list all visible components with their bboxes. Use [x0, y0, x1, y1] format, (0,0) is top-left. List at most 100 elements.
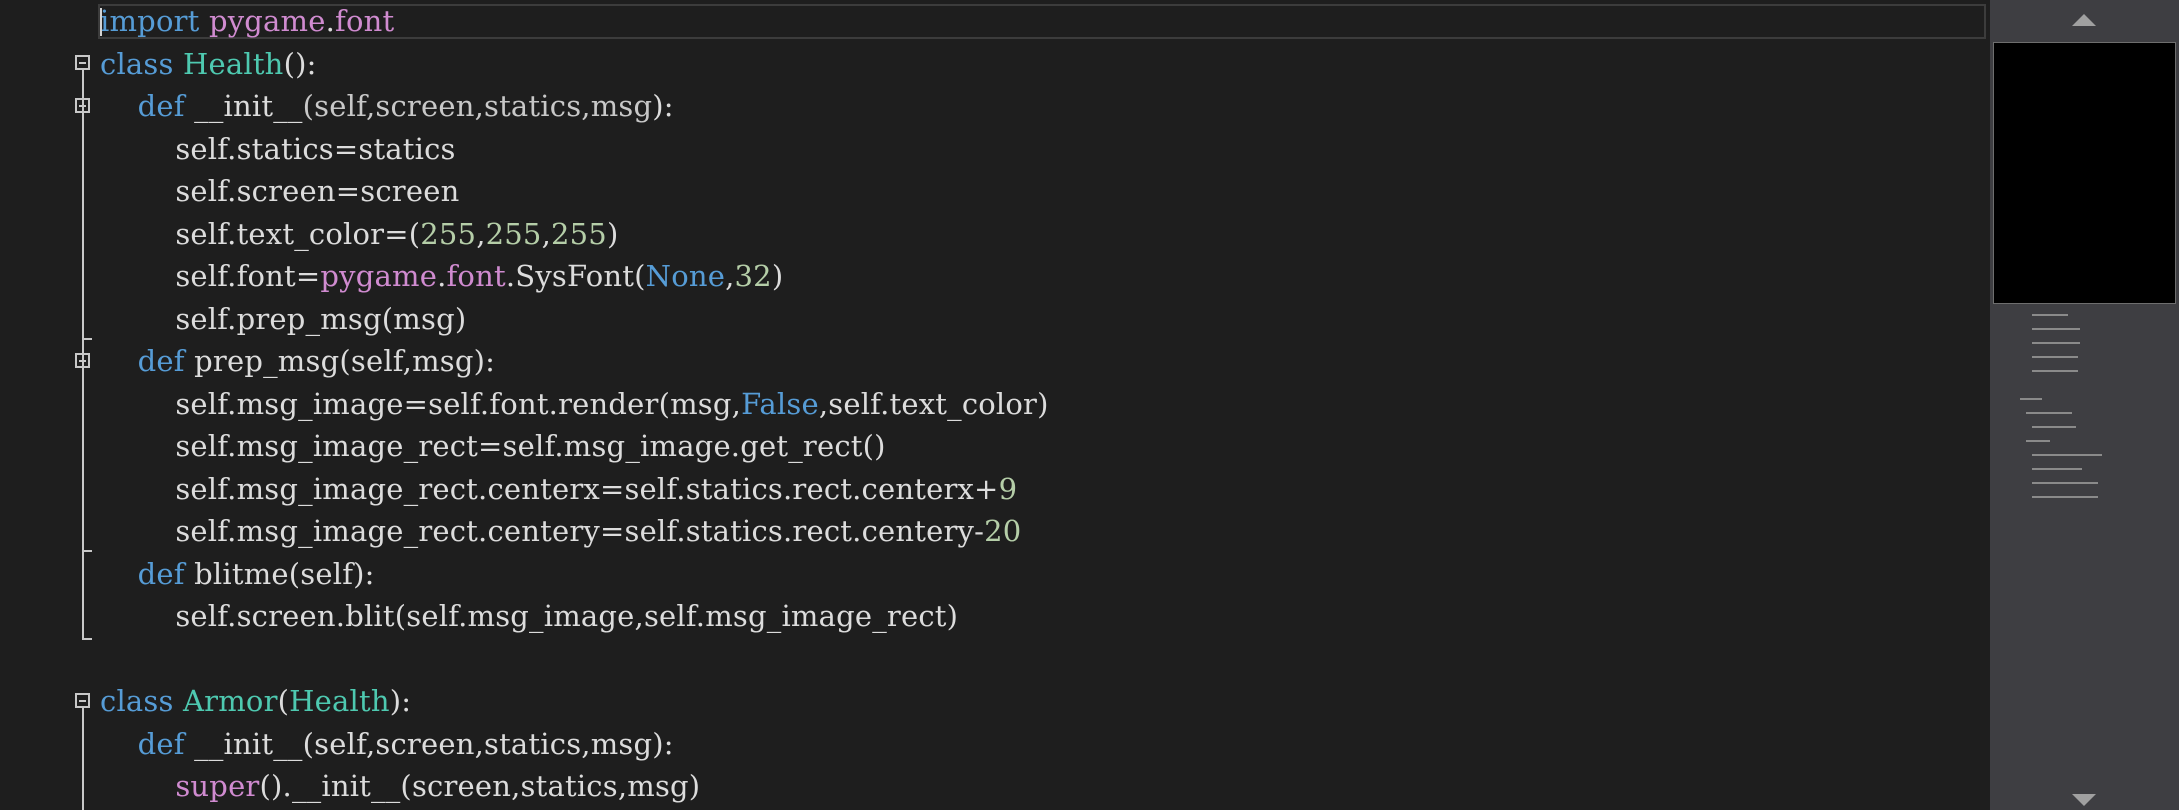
code-token: .SysFont(	[505, 259, 646, 293]
code-line[interactable]: self.msg_image_rect.centery=self.statics…	[100, 510, 1990, 553]
code-token: self.screen.blit(self.msg_image,self.msg…	[100, 599, 959, 633]
code-line[interactable]: self.msg_image_rect=self.msg_image.get_r…	[100, 425, 1990, 468]
code-line[interactable]: class Armor(Health):	[100, 680, 1990, 723]
code-token: self.msg_image=self.font.render(msg,	[100, 386, 742, 421]
code-token: self.screen=screen	[100, 174, 460, 208]
text-caret	[100, 8, 102, 36]
code-line[interactable]: def __init__(self,screen,statics,msg):	[100, 85, 1990, 128]
code-line[interactable]	[100, 638, 1990, 681]
minimap-line	[2032, 482, 2098, 484]
code-token: ,	[476, 216, 486, 251]
code-token: ,	[541, 216, 551, 251]
code-token: )	[606, 216, 619, 251]
code-token: self.text_color=(	[100, 216, 421, 251]
minimap-line	[2032, 454, 2102, 456]
fold-guide	[82, 708, 84, 810]
code-line[interactable]: self.screen=screen	[100, 170, 1990, 213]
minimap-line	[2026, 412, 2072, 414]
minimap-line	[2020, 398, 2042, 400]
code-line[interactable]: self.font=pygame.font.SysFont(None,32)	[100, 255, 1990, 298]
code-token: 32	[734, 259, 772, 293]
code-token: 255	[550, 216, 607, 251]
code-token: def	[100, 726, 195, 761]
minimap-viewport[interactable]	[1993, 42, 2176, 304]
code-token: 20	[984, 514, 1022, 548]
fold-collapse-icon[interactable]	[75, 55, 90, 70]
scroll-down-icon[interactable]	[2072, 794, 2096, 806]
code-token: Health	[289, 684, 390, 718]
code-token: ):	[652, 89, 674, 123]
code-token: .	[437, 259, 447, 293]
fold-guide-end	[82, 550, 92, 552]
code-line[interactable]: import pygame.font	[100, 0, 1990, 43]
code-token: self.msg_image_rect.centery=self.statics…	[100, 514, 985, 548]
code-token: Health	[183, 46, 284, 81]
code-token: ,	[725, 259, 735, 293]
code-token: Armor	[183, 684, 278, 718]
code-token: ,self.text_color)	[818, 386, 1049, 421]
code-token: super	[100, 769, 260, 803]
code-token: (	[302, 89, 315, 123]
code-token: class	[100, 46, 183, 81]
minimap-line	[2032, 328, 2080, 330]
code-token: font	[446, 259, 506, 293]
code-token: ().__init__(screen,statics,msg)	[259, 769, 701, 803]
code-token: import	[100, 4, 209, 38]
code-line[interactable]: self.msg_image_rect.centerx=self.statics…	[100, 468, 1990, 511]
code-line[interactable]: self.statics=statics	[100, 128, 1990, 171]
code-token: def	[100, 89, 195, 123]
code-line[interactable]: self.text_color=(255,255,255)	[100, 213, 1990, 256]
code-token: font	[335, 4, 395, 38]
code-line[interactable]: self.msg_image=self.font.render(msg,Fals…	[100, 383, 1990, 426]
fold-guide-end	[82, 338, 92, 340]
minimap-line	[2032, 356, 2078, 358]
code-token: self.statics=statics	[100, 131, 456, 166]
code-token: 255	[485, 216, 542, 251]
code-token: prep_msg(self,msg):	[194, 344, 496, 378]
code-token: pygame	[208, 4, 326, 38]
code-token: )	[771, 259, 784, 293]
minimap-line	[2032, 370, 2078, 372]
code-token: __init__(self,screen,statics,msg):	[194, 726, 674, 761]
minimap-line	[2032, 426, 2076, 428]
code-line[interactable]: self.prep_msg(msg)	[100, 298, 1990, 341]
fold-collapse-icon[interactable]	[75, 693, 90, 708]
code-line[interactable]: super().__init__(screen,statics,msg)	[100, 765, 1990, 808]
code-line[interactable]: class Health():	[100, 43, 1990, 86]
code-line[interactable]: self.screen.blit(self.msg_image,self.msg…	[100, 595, 1990, 638]
code-token: .	[325, 4, 336, 38]
code-line[interactable]: def blitme(self):	[100, 553, 1990, 596]
code-token: ):	[389, 684, 412, 718]
scroll-up-icon[interactable]	[2072, 14, 2096, 26]
fold-guide-end	[82, 638, 92, 640]
code-token: 255	[420, 216, 477, 251]
code-token: None	[645, 259, 726, 293]
code-token: def	[100, 344, 195, 378]
minimap-line	[2032, 496, 2098, 498]
code-token: (	[277, 684, 290, 718]
code-token: 9	[998, 471, 1018, 506]
code-line[interactable]: def prep_msg(self,msg):	[100, 340, 1990, 383]
minimap-line	[2026, 440, 2050, 442]
code-token: def	[100, 556, 195, 591]
code-token: self.msg_image_rect=self.msg_image.get_r…	[100, 429, 886, 463]
code-token: pygame	[320, 259, 438, 293]
fold-guide	[82, 70, 84, 640]
code-token: blitme(self):	[194, 556, 375, 591]
code-token: self.prep_msg(msg)	[100, 301, 467, 336]
code-token: class	[100, 684, 183, 718]
minimap-line	[2032, 314, 2068, 316]
code-token: self,screen,statics,msg	[314, 89, 653, 123]
code-token: __init__	[194, 89, 303, 123]
code-token: ():	[283, 46, 317, 81]
minimap-line	[2032, 342, 2080, 344]
current-line-highlight	[98, 4, 1986, 39]
code-token: self.font=	[100, 259, 321, 293]
gutter	[0, 0, 98, 810]
code-token: False	[741, 386, 819, 421]
code-line[interactable]: def __init__(self,screen,statics,msg):	[100, 723, 1990, 766]
minimap-line	[2032, 468, 2082, 470]
code-token: self.msg_image_rect.centerx=self.statics…	[100, 471, 999, 506]
